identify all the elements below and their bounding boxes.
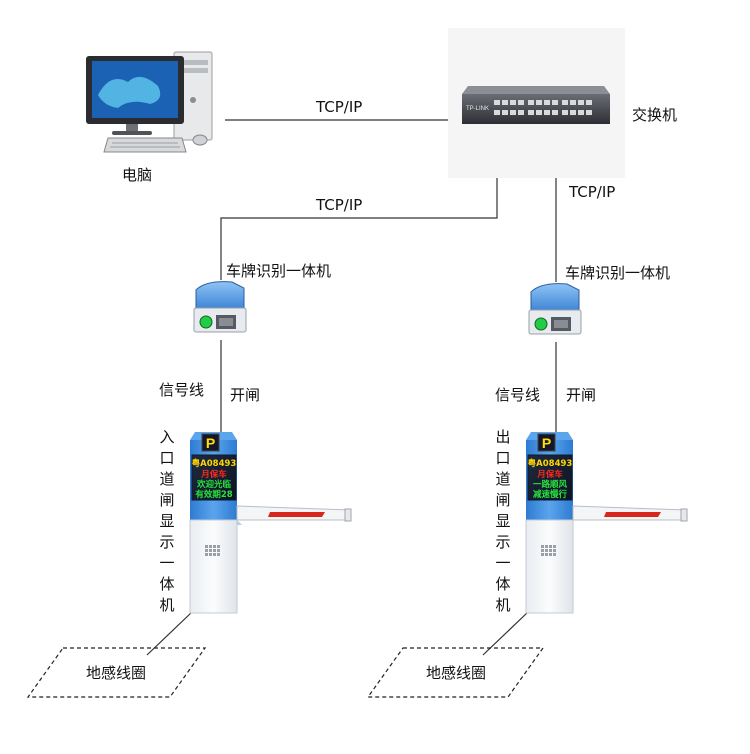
right-display-line-2: 月保车 [536,469,563,480]
right-open-label: 开闸 [566,386,597,404]
parking-sign-right [537,433,556,452]
left-ground-loop [26,647,207,698]
tcp-label-top: TCP/IP [316,98,363,116]
tcp-label-right: TCP/IP [569,183,616,201]
right-display-line-3: 一路顺风 [533,479,568,490]
switch-brand-logo: TP-LINK [466,106,489,112]
right-signal-label: 信号线 [495,386,541,404]
left-loop-label: 地感线圈 [86,664,147,682]
right-gate-cabinet: P 粤A08493 月保车 一路顺风 减速慢行 [525,432,574,614]
right-speaker-grille [541,545,556,556]
right-camera-label: 车牌识别一体机 [565,264,671,282]
right-loop-label: 地感线圈 [426,664,487,682]
right-barrier-arm [572,505,688,522]
switch-label: 交换机 [632,106,678,124]
parking-sign-letter-right: P [542,435,551,451]
left-display-line-1: 粤A08493 [192,458,237,469]
computer-label: 电脑 [122,166,153,184]
right-display-line-1: 粤A08493 [528,458,573,469]
right-ground-loop [366,647,545,698]
left-gate-cabinet: P 粤A08493 月保车 欢迎光临 有效期28 [189,432,242,614]
parking-sign [201,433,220,452]
left-camera-label: 车牌识别一体机 [226,262,332,280]
right-led-display [527,454,573,501]
computer-icon [86,51,213,153]
left-display-line-4: 有效期28 [195,489,232,500]
tcp-label-middle: TCP/IP [316,196,363,214]
left-barrier-arm [236,505,352,522]
left-led-display [191,454,237,501]
right-camera-icon [528,283,582,335]
left-camera-icon [193,281,247,333]
left-display-line-3: 欢迎光临 [196,479,232,490]
left-open-label: 开闸 [230,386,261,404]
right-gate-title: 出口道闸显示一体机 [495,428,511,614]
left-display-line-2: 月保车 [200,469,227,480]
left-signal-label: 信号线 [159,381,205,399]
switch-icon: TP-LINK [462,86,610,124]
left-gate-title: 入口道闸显示一体机 [159,428,175,614]
left-speaker-grille [205,545,220,556]
right-display-line-4: 减速慢行 [533,489,568,500]
parking-sign-letter: P [206,435,215,451]
